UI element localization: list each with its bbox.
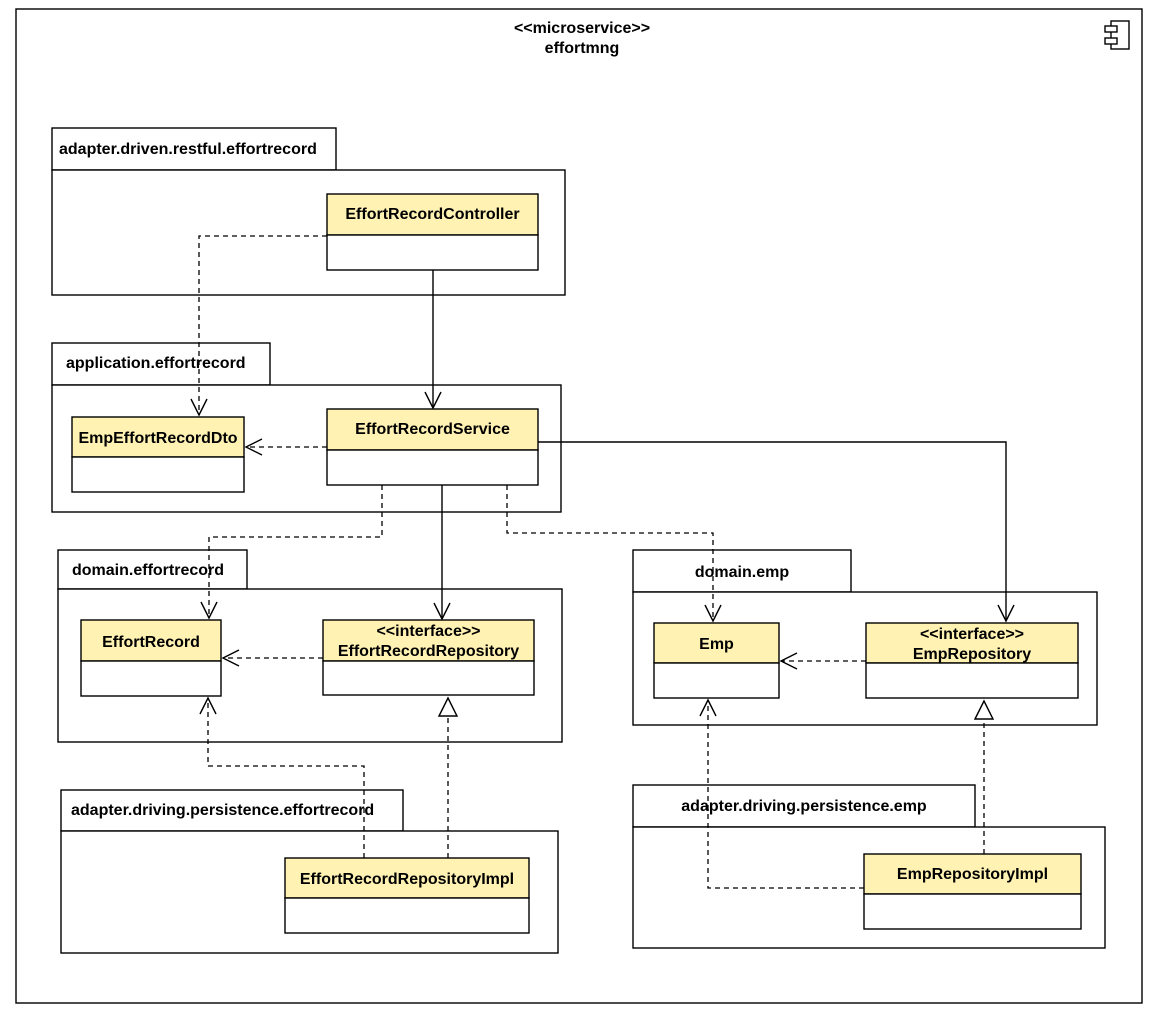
class-effort-record-repository-impl[interactable]: EffortRecordRepositoryImpl	[284, 857, 530, 934]
realization-emp-repository-impl	[973, 699, 995, 854]
class-name: EffortRecord	[102, 634, 200, 651]
class-emp-effort-record-dto[interactable]: EmpEffortRecordDto	[71, 416, 245, 493]
package-title: domain.emp	[695, 564, 789, 581]
component-name: effortmng	[545, 40, 620, 57]
class-name: EffortRecordRepositoryImpl	[300, 871, 514, 888]
package-title: adapter.driven.restful.effortrecord	[59, 141, 317, 158]
dependency-emp-repository-emp	[779, 652, 866, 670]
class-name: EmpEffortRecordDto	[78, 430, 237, 447]
package-title: adapter.driving.persistence.effortrecord	[71, 802, 374, 819]
dependency-controller-dto	[190, 235, 327, 417]
class-name: EmpRepository	[913, 646, 1031, 663]
class-effort-record-service[interactable]: EffortRecordService	[326, 408, 539, 486]
class-emp[interactable]: Emp	[653, 622, 780, 699]
component-stereotype: <<microservice>>	[514, 20, 650, 37]
class-name: EffortRecordRepository	[338, 643, 519, 660]
class-emp-repository[interactable]: <<interface>> EmpRepository	[865, 622, 1079, 699]
class-emp-repository-impl[interactable]: EmpRepositoryImpl	[863, 853, 1082, 930]
class-effort-record-repository[interactable]: <<interface>> EffortRecordRepository	[322, 619, 535, 696]
class-stereotype: <<interface>>	[920, 626, 1024, 643]
class-effort-record-controller[interactable]: EffortRecordController	[326, 193, 539, 271]
package-title: application.effortrecord	[66, 355, 246, 372]
dependency-emp-repository-impl-emp	[699, 698, 864, 889]
component-icon	[1104, 20, 1130, 50]
class-name: EmpRepositoryImpl	[897, 866, 1048, 883]
dependency-effort-record-repository-effort-record	[221, 649, 323, 667]
class-name: EffortRecordController	[345, 206, 519, 223]
dependency-effort-record-repository-impl-effort-record	[199, 696, 365, 858]
package-title: adapter.driving.persistence.emp	[681, 798, 927, 815]
dependency-service-emp	[506, 485, 722, 623]
package-title: domain.effortrecord	[72, 562, 224, 579]
dependency-service-dto	[244, 438, 327, 456]
class-name: EffortRecordService	[355, 421, 510, 438]
class-effort-record[interactable]: EffortRecord	[80, 619, 222, 697]
association-service-emp-repository	[538, 441, 1015, 623]
class-name: Emp	[699, 636, 734, 653]
association-controller-service	[424, 270, 442, 410]
association-service-effort-record-repository	[433, 485, 451, 621]
realization-effort-record-repository-impl	[437, 696, 459, 858]
class-stereotype: <<interface>>	[376, 623, 480, 640]
dependency-service-effort-record	[200, 485, 383, 620]
